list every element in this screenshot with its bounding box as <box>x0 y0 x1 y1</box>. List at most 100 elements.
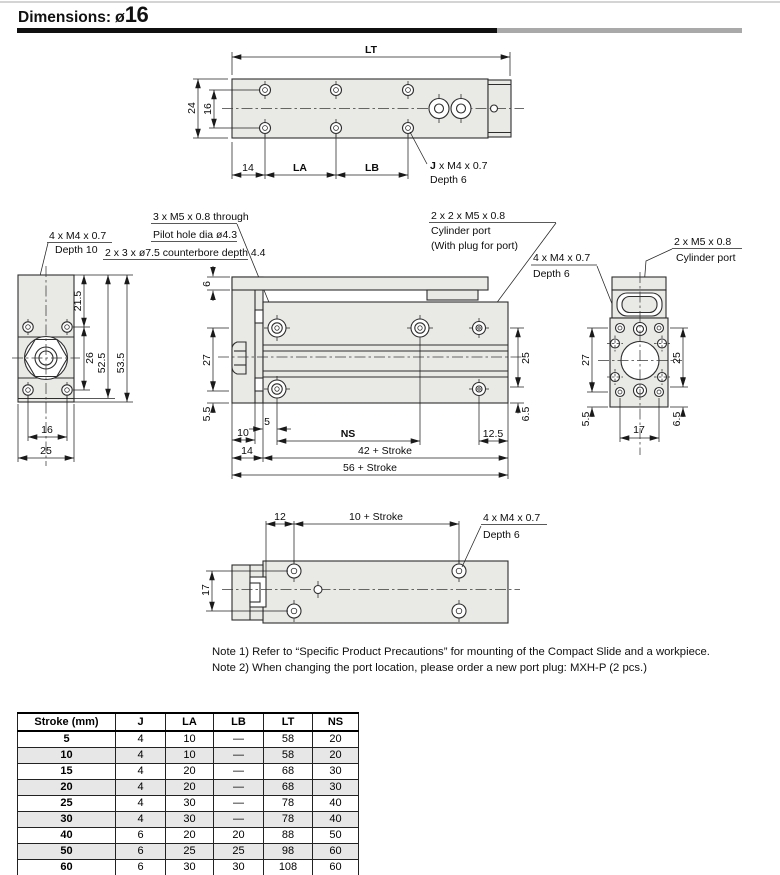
top-view: LT 24 16 14 LA LB J x M4 x 0.7 De <box>186 44 524 186</box>
dim-5-5: 5.5 <box>580 412 592 427</box>
counterbore-holes <box>264 315 433 402</box>
cell: 4 <box>115 747 166 764</box>
cell: 58 <box>263 747 313 764</box>
notes: Note 1) Refer to “Specific Product Preca… <box>212 645 710 676</box>
table-row: 10 4 10 — 58 20 <box>17 747 359 764</box>
dim-lt: LT <box>365 44 378 56</box>
dim-25: 25 <box>520 352 532 364</box>
j-thread-depth: Depth 6 <box>430 174 467 186</box>
dim-53-5: 53.5 <box>115 353 127 374</box>
cell: 4 <box>115 763 166 780</box>
table-row: 40 6 20 20 88 50 <box>17 827 359 844</box>
header-ns: NS <box>312 712 359 732</box>
title-prefix: Dimensions: <box>18 9 112 26</box>
dim-6-5: 6.5 <box>520 407 532 422</box>
end-view: 27 5.5 25 6.5 17 <box>580 272 688 455</box>
dim-12: 12 <box>274 511 286 523</box>
cell: 108 <box>263 859 313 875</box>
cell-stroke: 15 <box>17 763 116 780</box>
cell: — <box>213 747 264 764</box>
cell: 88 <box>263 827 313 844</box>
cell: — <box>213 811 264 828</box>
dim-10-stroke: 10 + Stroke <box>349 511 403 523</box>
cell: 4 <box>115 811 166 828</box>
note-1: Note 1) Refer to “Specific Product Preca… <box>212 646 710 658</box>
page-title: Dimensions:ø16 <box>18 2 149 28</box>
diameter-symbol: ø <box>115 9 125 26</box>
cell: 78 <box>263 795 313 812</box>
mount-thread-depth: Depth 6 <box>483 529 520 541</box>
annotation-text: Pilot hole dia ø4.3 <box>153 229 237 241</box>
annotation-side-mount: 4 x M4 x 0.7 Depth 6 <box>531 252 621 325</box>
header-lt: LT <box>263 712 313 732</box>
header-j: J <box>115 712 166 732</box>
cell: 68 <box>263 779 313 796</box>
dim-16: 16 <box>202 103 214 115</box>
cell: 30 <box>213 859 264 875</box>
cell: 30 <box>165 811 214 828</box>
dim-27: 27 <box>580 354 592 366</box>
cell: 40 <box>312 795 359 812</box>
title-underline-gray <box>497 28 742 33</box>
hex-nut <box>23 338 69 378</box>
table-row: 25 4 30 — 78 40 <box>17 795 359 812</box>
cell-stroke: 50 <box>17 843 116 860</box>
dim-5: 5 <box>264 416 270 428</box>
dim-la: LA <box>293 162 307 174</box>
cell-stroke: 60 <box>17 859 116 875</box>
annotation-text: 4 x M4 x 0.7 <box>533 252 590 264</box>
mounting-holes <box>258 81 415 137</box>
table-row: 15 4 20 — 68 30 <box>17 763 359 780</box>
dim-25: 25 <box>40 445 52 457</box>
cell: 20 <box>165 763 214 780</box>
table-row: 60 6 30 30 108 60 <box>17 859 359 875</box>
title-underline <box>17 28 497 33</box>
leader-line <box>409 131 428 165</box>
annotation-text: 2 x 2 x M5 x 0.8 <box>431 210 505 222</box>
dim-27: 27 <box>201 354 213 366</box>
cell: 98 <box>263 843 313 860</box>
dim-6: 6 <box>201 281 213 287</box>
table-end <box>611 276 667 291</box>
cell: 20 <box>165 779 214 796</box>
cell: 60 <box>312 859 359 875</box>
cell: 30 <box>165 859 214 875</box>
dim-24: 24 <box>186 102 198 114</box>
annotation-text: (With plug for port) <box>431 240 518 252</box>
cell: 4 <box>115 795 166 812</box>
cell: 10 <box>165 747 214 764</box>
cell: 60 <box>312 843 359 860</box>
dim-10: 10 <box>237 427 249 439</box>
cell: 10 <box>165 730 214 748</box>
dim-14: 14 <box>241 445 253 457</box>
dim-26: 26 <box>84 352 96 364</box>
cell-stroke: 10 <box>17 747 116 764</box>
annotation-text: Cylinder port <box>431 225 491 237</box>
dim-ns: NS <box>341 428 356 440</box>
dim-25: 25 <box>671 352 683 364</box>
dim-12-5: 12.5 <box>483 428 504 440</box>
annotation-left-mount: 4 x M4 x 0.7 Depth 10 <box>28 230 112 322</box>
cell: 30 <box>312 779 359 796</box>
cell: 50 <box>312 827 359 844</box>
j-thread-spec: x M4 x 0.7 <box>439 160 488 172</box>
annotation-text: 2 x 3 x ø7.5 counterbore depth 4.4 <box>105 247 266 259</box>
stroke-dimension-table: Stroke (mm) J LA LB LT NS 5 4 10 — 58 20… <box>17 712 359 875</box>
table-row: 20 4 20 — 68 30 <box>17 779 359 796</box>
cell: 68 <box>263 763 313 780</box>
side-view: 6 27 5.5 25 6.5 <box>201 266 532 479</box>
cell: 25 <box>165 843 214 860</box>
cell: — <box>213 795 264 812</box>
table-header-row: Stroke (mm) J LA LB LT NS <box>17 712 359 732</box>
cell: 30 <box>165 795 214 812</box>
thread-holes <box>607 335 670 385</box>
dim-16: 16 <box>41 424 53 436</box>
dim-42-stroke: 42 + Stroke <box>358 445 412 457</box>
cell-stroke: 40 <box>17 827 116 844</box>
bore-size: 16 <box>124 2 149 27</box>
annotation-text: Cylinder port <box>676 252 736 264</box>
header-stroke: Stroke (mm) <box>17 712 116 732</box>
cell: 4 <box>115 730 166 748</box>
bottom-view-body <box>262 560 509 624</box>
cell: 25 <box>213 843 264 860</box>
